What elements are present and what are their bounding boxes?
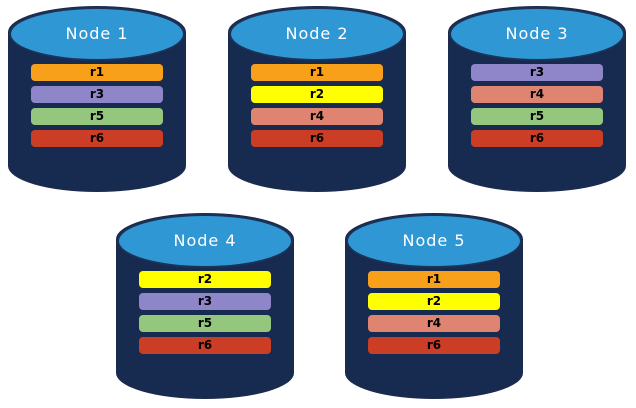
replica-label: r1 — [89, 65, 105, 80]
replica-label: r3 — [529, 65, 545, 80]
replica-stack: r1 r3 r5 r6 — [31, 63, 163, 147]
replica-stack: r3 r4 r5 r6 — [471, 63, 603, 147]
node-title: Node 3 — [505, 24, 569, 44]
replica-bar-r6[interactable]: r6 — [139, 336, 271, 354]
replica-label: r3 — [89, 87, 105, 102]
replica-bar-r3[interactable]: r3 — [139, 292, 271, 310]
replica-label: r6 — [529, 131, 545, 146]
cylinder-top-ellipse: Node 5 — [346, 214, 522, 268]
replica-stack: r1 r2 r4 r6 — [251, 63, 383, 147]
replica-bar-r2[interactable]: r2 — [139, 270, 271, 288]
replica-bar-r6[interactable]: r6 — [251, 129, 383, 147]
replica-label: r3 — [197, 294, 213, 309]
replica-label: r4 — [426, 316, 442, 331]
replica-bar-r4[interactable]: r4 — [471, 85, 603, 103]
replica-label: r1 — [309, 65, 325, 80]
replica-bar-r6[interactable]: r6 — [471, 129, 603, 147]
replica-label: r5 — [197, 316, 213, 331]
replica-label: r2 — [197, 272, 213, 287]
replica-bar-r3[interactable]: r3 — [471, 63, 603, 81]
replica-label: r2 — [309, 87, 325, 102]
node-title: Node 4 — [173, 231, 237, 251]
replica-label: r6 — [197, 338, 213, 353]
replica-bar-r6[interactable]: r6 — [31, 129, 163, 147]
replica-bar-r5[interactable]: r5 — [139, 314, 271, 332]
database-node-5[interactable]: Node 5 r1 r2 r4 r6 — [345, 213, 523, 399]
cylinder-top-ellipse: Node 2 — [229, 7, 405, 61]
replica-bar-r1[interactable]: r1 — [31, 63, 163, 81]
replica-label: r6 — [309, 131, 325, 146]
database-node-2[interactable]: Node 2 r1 r2 r4 r6 — [228, 6, 406, 192]
replica-bar-r3[interactable]: r3 — [31, 85, 163, 103]
replica-label: r5 — [89, 109, 105, 124]
replica-label: r6 — [89, 131, 105, 146]
replica-bar-r6[interactable]: r6 — [368, 336, 500, 354]
replica-label: r4 — [309, 109, 325, 124]
replica-bar-r4[interactable]: r4 — [251, 107, 383, 125]
replica-label: r2 — [426, 294, 442, 309]
database-node-4[interactable]: Node 4 r2 r3 r5 r6 — [116, 213, 294, 399]
replica-bar-r5[interactable]: r5 — [471, 107, 603, 125]
replica-label: r4 — [529, 87, 545, 102]
replica-label: r1 — [426, 272, 442, 287]
replica-bar-r1[interactable]: r1 — [368, 270, 500, 288]
replica-label: r5 — [529, 109, 545, 124]
replica-bar-r1[interactable]: r1 — [251, 63, 383, 81]
replica-label: r6 — [426, 338, 442, 353]
replica-bar-r4[interactable]: r4 — [368, 314, 500, 332]
replica-bar-r2[interactable]: r2 — [368, 292, 500, 310]
database-node-3[interactable]: Node 3 r3 r4 r5 r6 — [448, 6, 626, 192]
cylinder-top-ellipse: Node 3 — [449, 7, 625, 61]
node-title: Node 1 — [65, 24, 129, 44]
database-node-1[interactable]: Node 1 r1 r3 r5 r6 — [8, 6, 186, 192]
node-title: Node 2 — [285, 24, 349, 44]
replica-stack: r2 r3 r5 r6 — [139, 270, 271, 354]
cylinder-top-ellipse: Node 4 — [117, 214, 293, 268]
replica-stack: r1 r2 r4 r6 — [368, 270, 500, 354]
node-title: Node 5 — [402, 231, 466, 251]
replica-bar-r5[interactable]: r5 — [31, 107, 163, 125]
cylinder-top-ellipse: Node 1 — [9, 7, 185, 61]
replica-bar-r2[interactable]: r2 — [251, 85, 383, 103]
